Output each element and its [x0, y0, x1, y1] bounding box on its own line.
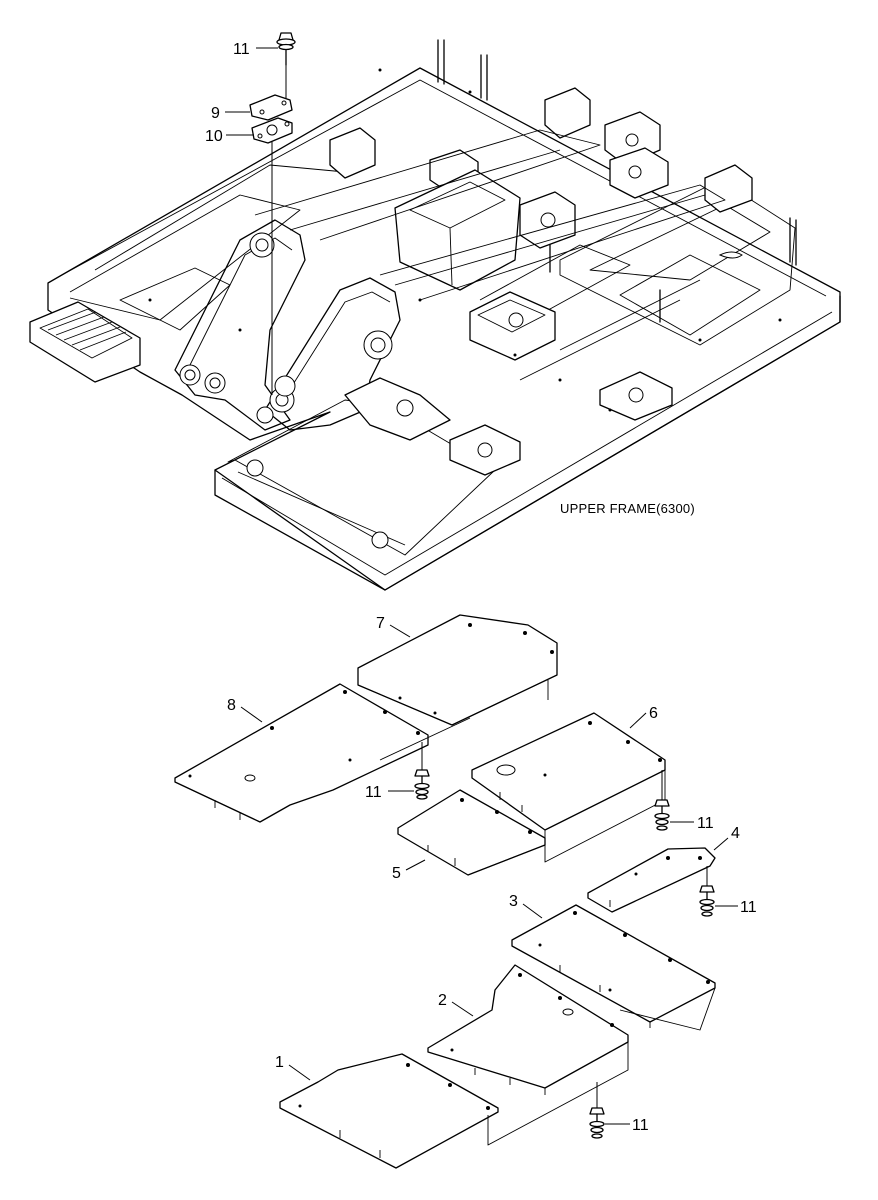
callout-7: 7: [376, 615, 385, 632]
callout-11-bottom: 11: [632, 1117, 649, 1134]
callout-11-lower-right: 11: [740, 899, 757, 916]
bolt-stack-d: [699, 866, 715, 917]
callout-11-top: 11: [233, 41, 250, 58]
floor-plates: [174, 614, 716, 1169]
callout-6: 6: [649, 705, 658, 722]
upper-frame-title: UPPER FRAME(6300): [560, 501, 695, 516]
callout-10: 10: [205, 128, 223, 145]
callout-2: 2: [438, 992, 447, 1009]
upper-frame-drawing: [29, 39, 841, 591]
plate-1: [279, 1053, 499, 1169]
plate-4: [587, 847, 716, 913]
callout-8: 8: [227, 697, 236, 714]
callout-9: 9: [211, 105, 220, 122]
callout-1: 1: [275, 1054, 284, 1071]
callouts: 11 9 10 7 8 6 11 11 5 4 11 3 2: [205, 41, 757, 1134]
callout-4: 4: [731, 825, 740, 842]
bolt-stack-e: [589, 1082, 605, 1139]
plate-2: [427, 964, 629, 1089]
exploded-fastener-stack: [249, 32, 296, 395]
plate-8: [174, 683, 429, 823]
bolt-stack-b: [414, 742, 430, 800]
callout-5: 5: [392, 865, 401, 882]
bolt-stack-c: [654, 770, 670, 831]
callout-11-right: 11: [697, 815, 714, 832]
plate-7: [357, 614, 558, 726]
callout-11-mid: 11: [365, 784, 382, 801]
callout-3: 3: [509, 893, 518, 910]
